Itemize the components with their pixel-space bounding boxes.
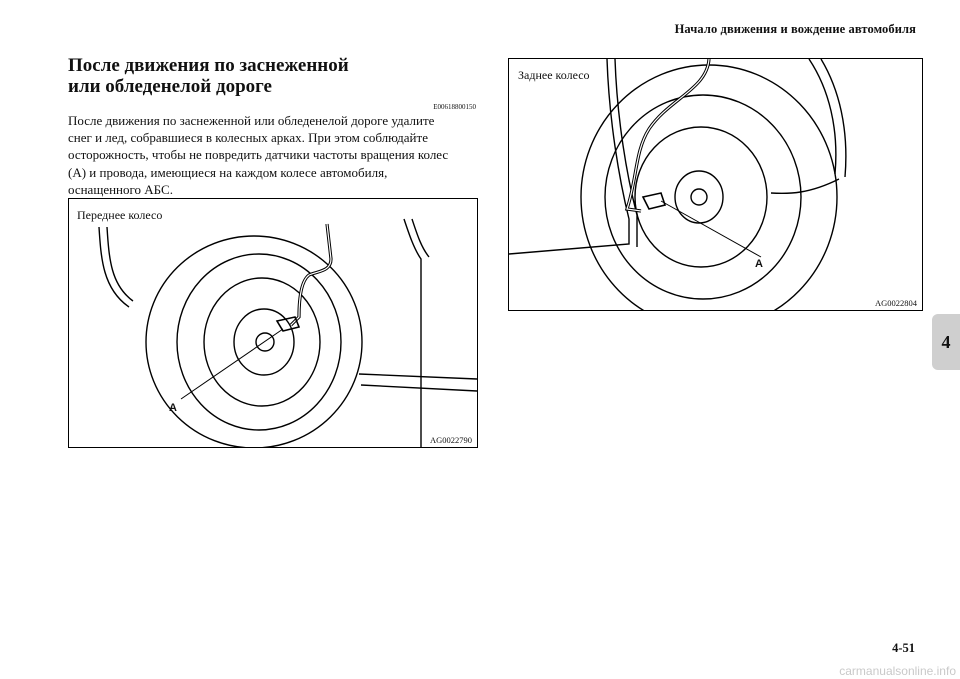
front-wheel-illustration [98, 218, 477, 447]
section-title: После движения по заснеженной или обледе… [68, 55, 488, 97]
section-body: После движения по заснеженной или обледе… [68, 112, 480, 198]
section-title-line-1: После движения по заснеженной [68, 55, 349, 76]
section-title-line-2: или обледенелой дороге [68, 76, 272, 97]
front-wheel-caption: Переднее колесо [77, 208, 163, 222]
front-wheel-figure: Переднее колесо A AG0022790 [68, 198, 478, 448]
rear-wheel-figure: Заднее колесо A AG0022804 [508, 58, 923, 311]
callout-a: A [169, 402, 177, 414]
body-line: осторожность, чтобы не повредить датчики… [68, 147, 449, 163]
chapter-number: 4 [941, 331, 951, 352]
chapter-tab: 4 [932, 314, 960, 370]
figure-code: AG0022790 [429, 435, 472, 445]
callout-a: A [755, 258, 763, 270]
figure-code: AG0022804 [874, 298, 917, 308]
section-code: E00618800150 [433, 103, 476, 111]
page-number: 4-51 [892, 641, 915, 655]
watermark: carmanualsonline.info [839, 664, 956, 678]
rear-wheel-illustration [509, 59, 847, 310]
body-line: снег и лед, собравшиеся в колесных арках… [68, 130, 428, 146]
body-line: После движения по заснеженной или обледе… [68, 113, 435, 128]
body-line: (A) и провода, имеющиеся на каждом колес… [68, 164, 388, 180]
rear-wheel-caption: Заднее колесо [518, 68, 590, 82]
running-header: Начало движения и вождение автомобиля [674, 22, 916, 36]
body-line: оснащенного АБС. [68, 181, 173, 197]
